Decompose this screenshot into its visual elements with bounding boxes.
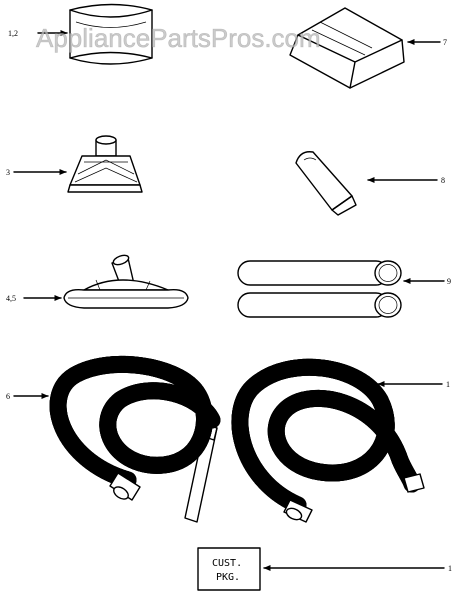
- cust-pkg-line2: PKG.: [216, 572, 240, 583]
- label-p1b: 1: [448, 564, 452, 573]
- filter-bag-part: [289, 7, 405, 89]
- crevice-tool-part: [295, 151, 357, 216]
- floor-nozzle-part: [67, 135, 143, 193]
- label-p1a: 1: [446, 380, 450, 389]
- label-p3: 3: [6, 168, 10, 177]
- label-p7: 7: [443, 38, 447, 47]
- extension-wands-part: [237, 260, 402, 318]
- coiled-hose-part: [240, 367, 425, 523]
- wide-floor-nozzle-part: [63, 254, 189, 309]
- customer-package-box: CUST. PKG.: [197, 547, 261, 591]
- label-p8: 8: [441, 176, 445, 185]
- label-p12: 1,2: [8, 29, 18, 38]
- label-p9: 9: [447, 277, 451, 286]
- hose-with-wand-part: [58, 364, 221, 523]
- cust-pkg-line1: CUST.: [212, 558, 242, 569]
- label-p45: 4,5: [6, 294, 16, 303]
- watermark-text: AppliancePartsPros.com: [36, 23, 321, 53]
- filter-cartridge-part: [69, 3, 153, 65]
- label-p6: 6: [6, 392, 10, 401]
